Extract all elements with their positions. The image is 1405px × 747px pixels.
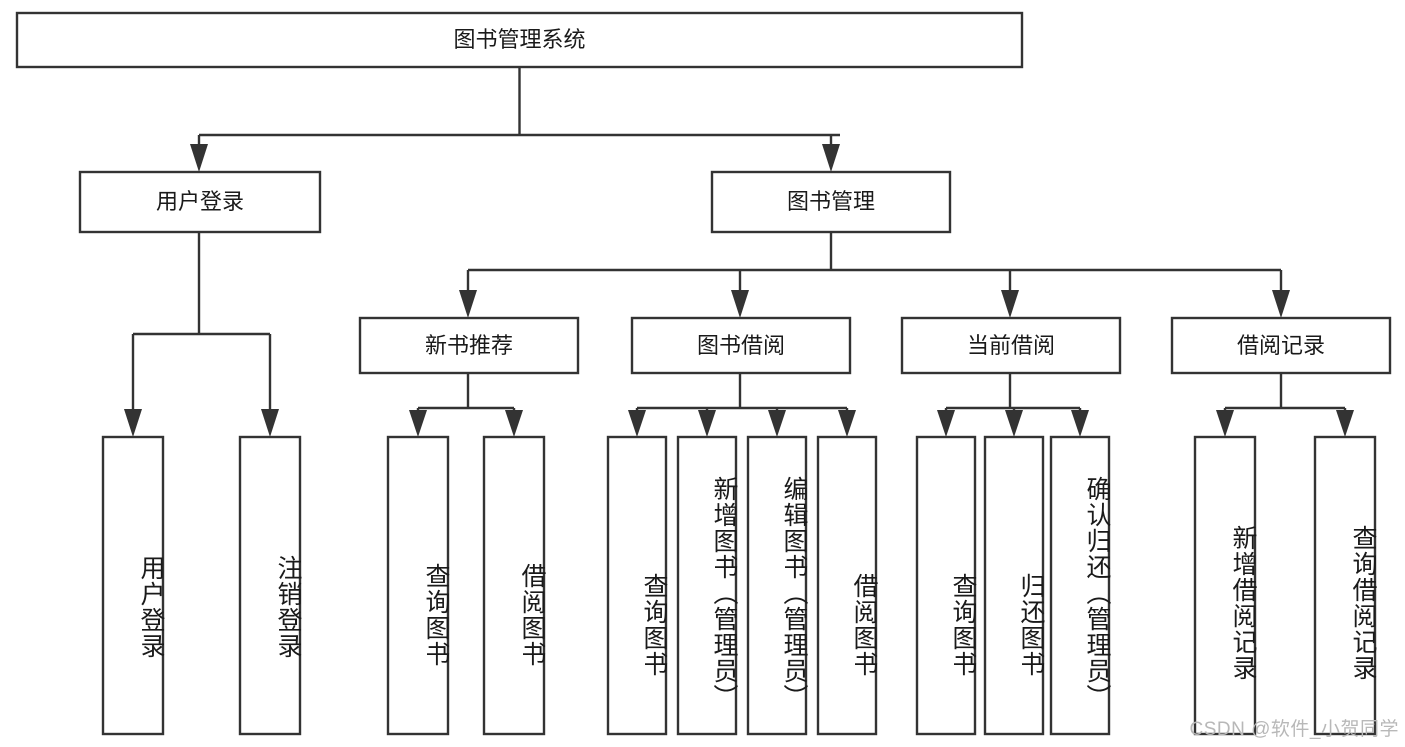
arrow-head-leaf-logout-login xyxy=(261,409,279,437)
node-leaf-query-book-borrow-box[interactable] xyxy=(606,435,668,736)
node-leaf-borrow-book-recommend-box[interactable] xyxy=(482,435,546,736)
node-borrow-record-label: 借阅记录 xyxy=(1237,333,1325,358)
arrow-head-leaf-edit-book-admin xyxy=(768,410,786,437)
connector-group-root xyxy=(190,67,840,172)
arrow-head-borrow-record xyxy=(1272,290,1290,318)
node-root-box[interactable] xyxy=(15,11,1024,69)
arrow-head-leaf-confirm-return-admin xyxy=(1071,410,1089,437)
node-leaf-query-book-recommend-box[interactable] xyxy=(386,435,450,736)
arrow-head-leaf-query-borrow-record xyxy=(1336,410,1354,437)
node-book-borrow[interactable]: 图书借阅 xyxy=(630,316,852,375)
node-current-borrow-label: 当前借阅 xyxy=(967,333,1055,358)
connector-group-borrow-record xyxy=(1216,373,1354,437)
node-book-manage-box[interactable] xyxy=(710,170,952,234)
arrow-head-leaf-borrow-book-recommend xyxy=(505,410,523,437)
connector-group-book-manage xyxy=(459,232,1290,318)
node-borrow-record-box[interactable] xyxy=(1170,316,1392,375)
connector-group-book-borrow xyxy=(628,373,856,437)
node-leaf-return-book-box[interactable] xyxy=(983,435,1045,736)
node-borrow-record[interactable]: 借阅记录 xyxy=(1170,316,1392,375)
node-new-book-recommend-box[interactable] xyxy=(358,316,580,375)
node-book-borrow-box[interactable] xyxy=(630,316,852,375)
connector-group-new-book-recommend xyxy=(409,373,523,437)
node-root[interactable]: 图书管理系统 xyxy=(15,11,1024,69)
arrow-head-leaf-query-book-recommend xyxy=(409,410,427,437)
connector-group-current-borrow xyxy=(937,373,1089,437)
arrow-head-new-book-recommend xyxy=(459,290,477,318)
node-leaf-user-login-box[interactable] xyxy=(101,435,165,736)
node-user-login[interactable]: 用户登录 xyxy=(78,170,322,234)
arrow-head-leaf-user-login xyxy=(124,409,142,437)
arrow-head-leaf-return-book xyxy=(1005,410,1023,437)
arrow-head-current-borrow xyxy=(1001,290,1019,318)
node-leaf-borrow-book-box[interactable] xyxy=(816,435,878,736)
arrow-head-book-manage xyxy=(822,144,840,172)
node-current-borrow-box[interactable] xyxy=(900,316,1122,375)
node-leaf-query-borrow-record-box[interactable] xyxy=(1313,435,1377,736)
node-book-borrow-label: 图书借阅 xyxy=(697,333,785,358)
node-current-borrow[interactable]: 当前借阅 xyxy=(900,316,1122,375)
node-new-book-recommend[interactable]: 新书推荐 xyxy=(358,316,580,375)
node-user-login-box[interactable] xyxy=(78,170,322,234)
arrow-head-book-borrow xyxy=(731,290,749,318)
node-book-manage-label: 图书管理 xyxy=(787,189,875,214)
arrow-head-user-login xyxy=(190,144,208,172)
node-user-login-label: 用户登录 xyxy=(156,189,244,214)
node-book-manage[interactable]: 图书管理 xyxy=(710,170,952,234)
node-leaf-edit-book-admin-box[interactable] xyxy=(746,435,808,736)
node-leaf-logout-login-box[interactable] xyxy=(238,435,302,736)
node-root-label: 图书管理系统 xyxy=(453,27,585,52)
leaf-node-boxes xyxy=(101,435,1377,736)
node-leaf-query-book-current-box[interactable] xyxy=(915,435,977,736)
arrow-head-leaf-query-book-current xyxy=(937,410,955,437)
arrow-head-leaf-add-book-admin xyxy=(698,410,716,437)
node-new-book-recommend-label: 新书推荐 xyxy=(425,333,513,358)
arrow-head-leaf-query-book-borrow xyxy=(628,410,646,437)
node-leaf-add-borrow-record-box[interactable] xyxy=(1193,435,1257,736)
node-leaf-confirm-return-admin-box[interactable] xyxy=(1049,435,1111,736)
arrow-head-leaf-borrow-book xyxy=(838,410,856,437)
arrow-head-leaf-add-borrow-record xyxy=(1216,410,1234,437)
node-leaf-add-book-admin-box[interactable] xyxy=(676,435,738,736)
connector-group-user-login xyxy=(124,232,279,437)
csdn-watermark: CSDN @软件_小贺同学 xyxy=(1189,719,1399,740)
